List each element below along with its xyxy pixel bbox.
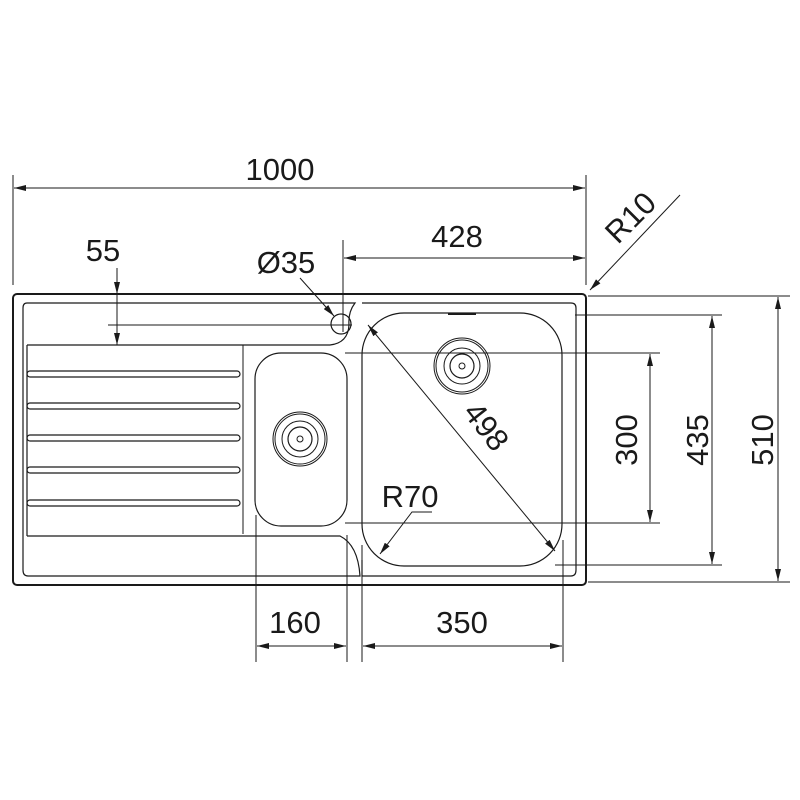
dim-main-bowl-width: 350: [436, 605, 488, 640]
dim-small-bowl-width: 160: [269, 605, 321, 640]
dim-main-bowl-offset: 428: [431, 219, 483, 254]
dimension-lines: [14, 185, 781, 649]
drainer-ribs: [26, 370, 241, 507]
dim-bowl-corner-radius: R70: [382, 479, 439, 514]
small-bowl: [254, 352, 348, 527]
dim-overall-depth: 510: [745, 414, 780, 466]
drain-icon: [433, 337, 491, 395]
dim-overall-width: 1000: [246, 152, 315, 187]
dim-tap-hole: Ø35: [257, 245, 316, 280]
dim-main-bowl-diagonal: 498: [457, 395, 516, 457]
main-bowl: [361, 312, 563, 567]
tap-hole: [330, 313, 352, 335]
extension-lines: [12, 175, 790, 662]
dim-tap-hole-offset: 55: [86, 233, 120, 268]
dim-inner-depth: 435: [680, 414, 715, 466]
dim-corner-radius: R10: [598, 185, 663, 250]
dim-bowl-depth: 300: [609, 414, 644, 466]
drain-icon: [272, 411, 328, 467]
